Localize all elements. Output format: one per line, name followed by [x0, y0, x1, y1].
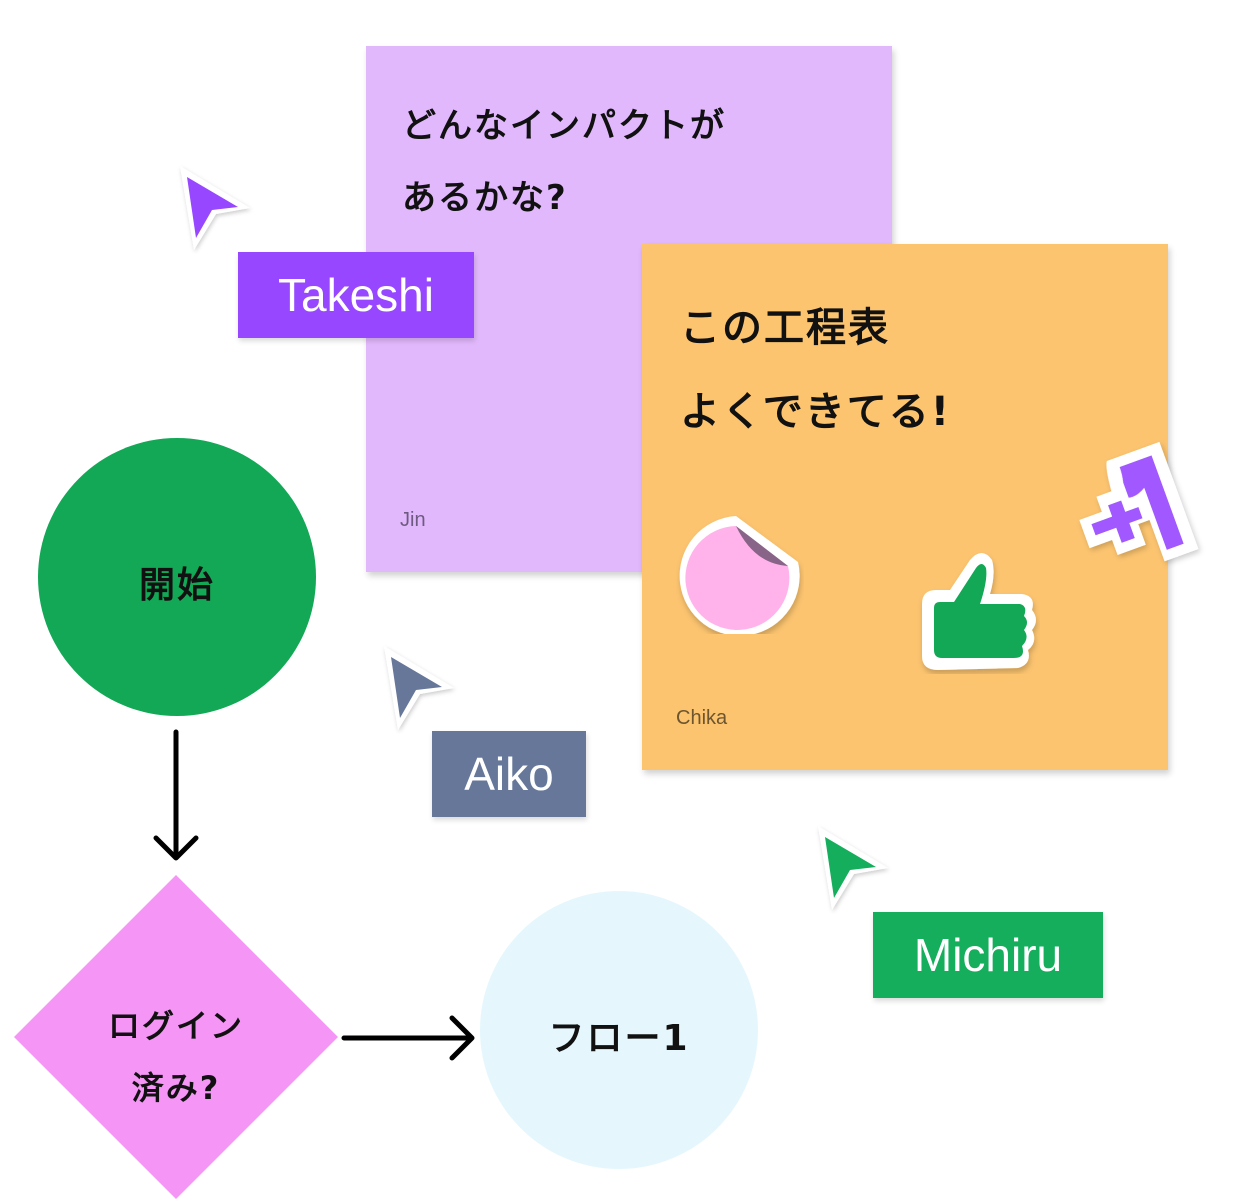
- sticky-note-author: Chika: [676, 707, 728, 729]
- cursor-arrow-icon: [818, 826, 888, 910]
- sticky-note-line: あるかな?: [402, 178, 568, 218]
- sticky-note-text: この工程表 よくできてる!: [680, 286, 951, 454]
- start-node-label: 開始: [138, 565, 215, 606]
- sticky-note-line: この工程表: [680, 305, 890, 351]
- sticky-note-orange[interactable]: この工程表 よくできてる! Chika: [642, 244, 1168, 770]
- plus-one-sticker-icon[interactable]: [1072, 438, 1212, 584]
- connector-arrow-down-icon[interactable]: [148, 726, 204, 866]
- sticky-note-author: Jin: [400, 509, 426, 531]
- cursor-name-tag-takeshi: Takeshi: [238, 252, 474, 338]
- cursor-name-tag-aiko: Aiko: [432, 731, 586, 817]
- cursor-name-tag-michiru: Michiru: [873, 912, 1103, 998]
- decision-line: 済み?: [131, 1069, 221, 1107]
- flowchart-decision-node[interactable]: ログイン 済み?: [14, 875, 338, 1199]
- flow-node-label: フロー1: [548, 1018, 690, 1059]
- diamond-shape: [14, 875, 338, 1199]
- thumbs-up-sticker-icon[interactable]: [916, 546, 1040, 674]
- peeling-circle-sticker-icon[interactable]: [676, 510, 804, 634]
- decision-line: ログイン: [107, 1007, 244, 1045]
- decision-node-label: ログイン 済み?: [14, 995, 338, 1119]
- sticky-note-line: よくできてる!: [680, 389, 952, 435]
- flowchart-start-node[interactable]: 開始: [38, 438, 316, 716]
- flowchart-flow-node[interactable]: フロー1: [480, 891, 758, 1169]
- sticky-note-text: どんなインパクトが あるかな?: [402, 90, 726, 234]
- cursor-arrow-icon: [180, 166, 250, 250]
- sticky-note-line: どんなインパクトが: [402, 106, 726, 146]
- cursor-arrow-icon: [384, 646, 454, 730]
- connector-arrow-right-icon[interactable]: [338, 1010, 484, 1066]
